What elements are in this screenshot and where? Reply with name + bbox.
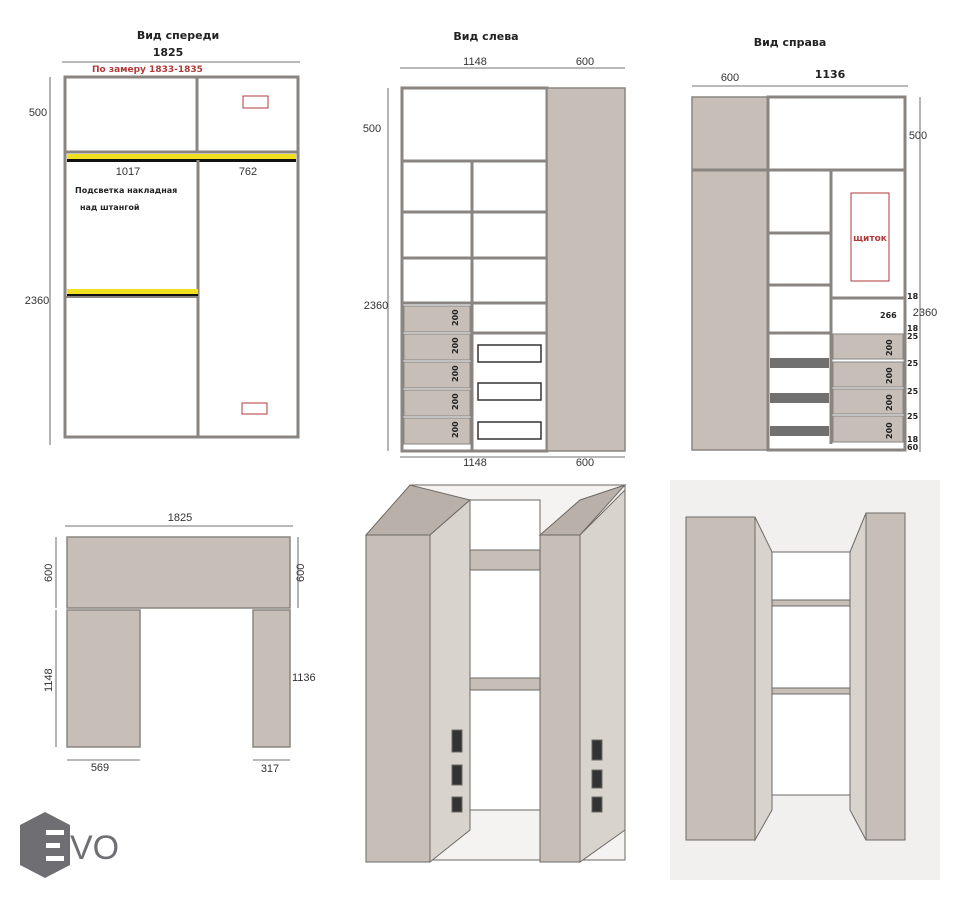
panel-label: щиток [853,234,887,244]
plan-width: 1825 [168,512,192,524]
right-view-title: Вид справа [754,36,827,49]
front-right-width: 762 [239,166,257,178]
front-view: Вид спереди 1825 По замеру 1833-1835 500… [25,29,300,445]
left-width-side: 600 [576,56,594,68]
drawer-height-2: 200 [451,337,460,354]
r-drawer-height-3: 200 [885,394,894,411]
left-width-main: 1148 [463,56,487,68]
right-height-top: 500 [909,130,927,142]
right-width-main: 1136 [815,68,846,81]
plan-left-length: 1148 [43,668,55,692]
shelf-gap-label: 266 [880,311,897,320]
measured-note: По замеру 1833-1835 [92,65,203,75]
front-view-title: Вид спереди [137,29,219,42]
render-left [364,483,627,864]
thickness-1: 18 [907,292,919,301]
lighting-note-2: над штангой [80,203,140,212]
front-height-top: 500 [29,107,47,119]
evo-logo: VO [20,812,119,878]
plan-left-width: 569 [91,762,109,774]
left-bottom-width-side: 600 [576,457,594,469]
drawer-height-4: 200 [451,393,460,410]
plinth-label: 60 [907,443,919,452]
left-height-total: 2360 [364,300,388,312]
left-view-title: Вид слева [453,30,518,43]
front-width-label: 1825 [153,46,184,59]
plan-depth-right: 600 [295,564,307,582]
left-view: Вид слева 1148 600 200 200 200 200 200 5… [363,30,626,469]
gap-4: 25 [907,412,919,421]
right-height-total: 2360 [913,307,937,319]
r-drawer-height-2: 200 [885,367,894,384]
plan-right-width: 317 [261,763,279,775]
r-drawer-height-1: 200 [885,339,894,356]
gap-2: 25 [907,359,919,368]
plan-view: 1825 600 600 1148 1136 569 317 [43,512,316,775]
left-bottom-width-main: 1148 [463,457,487,469]
right-width-side: 600 [721,72,739,84]
logo-text: VO [70,829,119,867]
gap-1: 25 [907,332,919,341]
r-drawer-height-4: 200 [885,422,894,439]
front-height-total: 2360 [25,295,49,307]
plan-right-length: 1136 [292,672,316,684]
right-view: Вид справа 600 1136 щиток 266 200 200 20… [691,36,937,452]
drawer-height-3: 200 [451,365,460,382]
thickness-3: 18 [907,435,919,444]
plan-depth-left: 600 [43,564,55,582]
gap-3: 25 [907,387,919,396]
drawer-height-5: 200 [451,421,460,438]
render-right [670,480,940,880]
thickness-2: 18 [907,324,919,333]
front-left-width: 1017 [116,166,140,178]
left-height-top: 500 [363,123,381,135]
drawer-height-1: 200 [451,309,460,326]
lighting-note-1: Подсветка накладная [75,186,177,195]
